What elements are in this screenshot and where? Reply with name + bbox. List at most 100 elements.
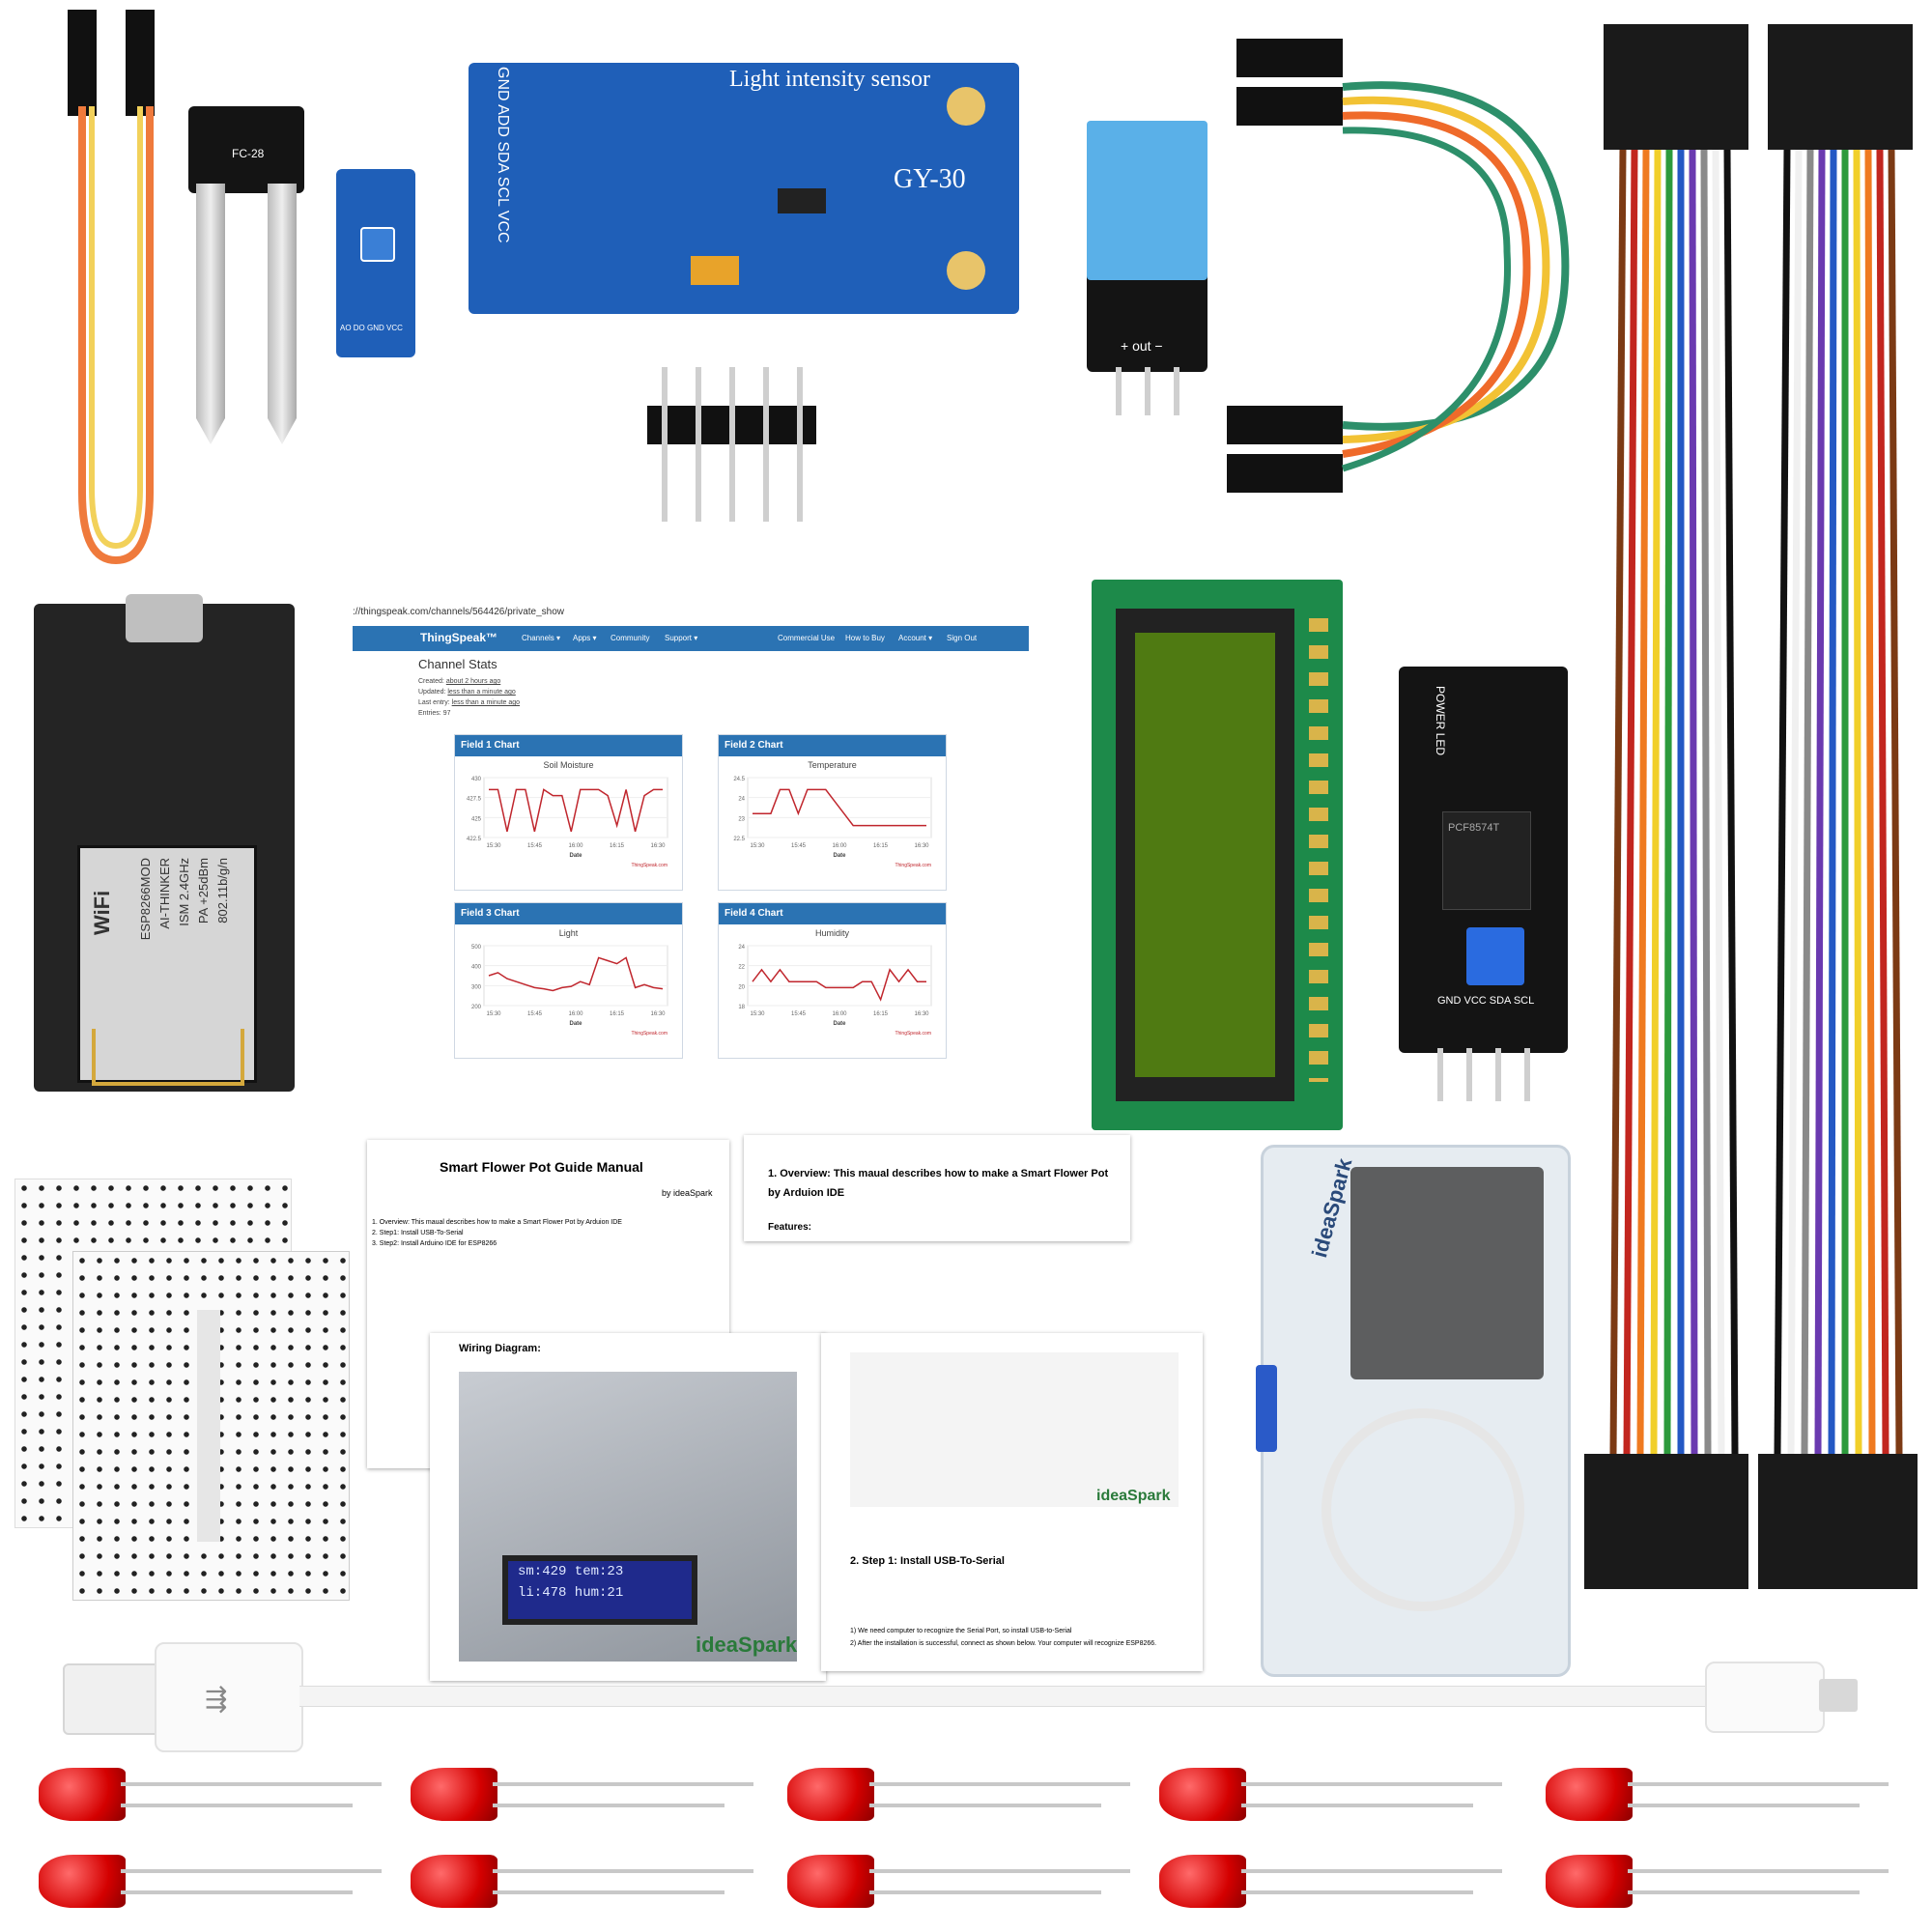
antenna-trace xyxy=(92,1029,244,1086)
jumper-wire-loop xyxy=(1227,39,1570,493)
chart-frame xyxy=(483,945,668,1007)
y-tick-label: 300 xyxy=(471,984,482,990)
chart-title: Humidity xyxy=(814,928,849,938)
red-led xyxy=(787,1763,1154,1831)
red-led xyxy=(411,1850,778,1918)
lcd-line-1: sm:429 tem:23 xyxy=(518,1564,624,1579)
diagram-brand: ideaSpark xyxy=(1096,1488,1171,1504)
manual-title: Smart Flower Pot Guide Manual xyxy=(440,1159,643,1175)
usb-icon: ⇶ xyxy=(205,1684,228,1714)
step1-heading: 2. Step 1: Install USB-To-Serial xyxy=(850,1555,1005,1567)
x-tick-label: 15:45 xyxy=(791,1011,807,1017)
chart-credit: ThingSpeak.com xyxy=(895,1031,931,1037)
red-led xyxy=(411,1763,778,1831)
adapter-pin-labels: GND VCC SDA SCL xyxy=(1437,995,1535,1007)
nav-account[interactable]: Account ▾ xyxy=(898,634,933,642)
x-tick-label: 16:00 xyxy=(832,843,847,849)
lcd-line-2: li:478 hum:21 xyxy=(518,1585,624,1601)
red-led xyxy=(1159,1850,1526,1918)
dht11-housing xyxy=(1087,121,1208,280)
nav-commercial[interactable]: Commercial Use xyxy=(778,634,836,642)
chart-credit: ThingSpeak.com xyxy=(895,863,931,868)
x-tick-label: 15:30 xyxy=(750,843,765,849)
manual-page-step1: ideaSpark 2. Step 1: Install USB-To-Seri… xyxy=(821,1333,1203,1671)
chip-label: PCF8574T xyxy=(1448,822,1500,834)
series-line xyxy=(489,788,663,832)
dht11-pin-labels: + out − xyxy=(1121,338,1163,354)
nav-support[interactable]: Support ▾ xyxy=(665,634,698,642)
red-led xyxy=(1546,1763,1913,1831)
stat-updated: Updated: less than a minute ago xyxy=(418,689,516,696)
nodemcu-esp8266-board: WiFi ESP8266MOD AI-THINKER ISM 2.4GHz PA… xyxy=(34,594,295,1092)
x-tick-label: 15:45 xyxy=(527,1011,543,1017)
adapter-labels: POWER LED xyxy=(1434,686,1447,756)
x-tick-label: 15:30 xyxy=(486,843,501,849)
step1-text: 1) We need computer to recognize the Ser… xyxy=(850,1628,1072,1634)
mount-hole xyxy=(947,87,985,126)
y-tick-label: 422.5 xyxy=(467,837,482,842)
nav-channels[interactable]: Channels ▾ xyxy=(522,634,561,642)
x-tick-label: 16:30 xyxy=(650,1011,666,1017)
breadboard-channel xyxy=(197,1310,220,1542)
manual-page-overview: 1. Overview: This maual describes how to… xyxy=(744,1135,1130,1241)
y-tick-label: 23 xyxy=(738,816,745,822)
toc-item: 2. Step1: Install USB-To-Serial xyxy=(372,1230,464,1236)
ribbon-left xyxy=(1584,24,1748,1589)
micro-usb-plug xyxy=(1705,1662,1825,1733)
module-pin-labels: AO DO GND VCC xyxy=(340,324,403,332)
box-cable-coil xyxy=(1321,1408,1524,1611)
i2c-lcd-adapter: POWER LED PCF8574T GND VCC SDA SCL xyxy=(1399,667,1568,1101)
x-axis-label: Date xyxy=(833,1021,846,1027)
red-led xyxy=(39,1850,406,1918)
micro-usb-tip xyxy=(1819,1679,1858,1712)
toc-item: 3. Step2: Install Arduino IDE for ESP826… xyxy=(372,1240,497,1247)
y-tick-label: 500 xyxy=(471,945,482,951)
thingspeak-logo: ThingSpeak™ xyxy=(420,631,498,644)
wiring-photo: sm:429 tem:23 li:478 hum:21 ideaSpark xyxy=(459,1372,797,1662)
stat-last-entry: Last entry: less than a minute ago xyxy=(418,699,521,706)
nav-apps[interactable]: Apps ▾ xyxy=(573,634,597,642)
step1-text-2: 2) After the installation is successful,… xyxy=(850,1640,1157,1647)
ribbon-right xyxy=(1758,24,1918,1589)
series-line xyxy=(488,956,664,992)
pcf8574-chip: PCF8574T xyxy=(1442,811,1531,910)
manual-overview: 1. Overview: This maual describes how to… xyxy=(768,1168,1109,1199)
led-row-2 xyxy=(39,1850,1913,1918)
x-axis-label: Date xyxy=(569,1021,582,1027)
x-axis-label: Date xyxy=(833,853,846,859)
usb-plug-housing: ⇶ xyxy=(155,1642,303,1752)
contrast-potentiometer xyxy=(1466,927,1524,985)
x-tick-label: 16:00 xyxy=(568,843,583,849)
storage-box: ideaSpark xyxy=(1256,1145,1571,1677)
moisture-sensor-module: AO DO GND VCC xyxy=(336,169,415,357)
header-pins xyxy=(647,367,816,522)
chart-card-title: Field 2 Chart xyxy=(719,735,946,756)
channel-stats: Created: about 2 hours ago Updated: less… xyxy=(418,676,520,719)
dht11-sensor: + out − xyxy=(1087,121,1208,415)
nav-community[interactable]: Community xyxy=(611,634,650,642)
manual-author: by ideaSpark xyxy=(662,1188,713,1198)
nav-signout[interactable]: Sign Out xyxy=(947,634,978,642)
x-tick-label: 16:30 xyxy=(914,843,929,849)
mount-hole xyxy=(947,251,985,290)
module-ism: ISM 2.4GHz xyxy=(177,858,191,926)
y-tick-label: 425 xyxy=(471,816,482,822)
chart-credit: ThingSpeak.com xyxy=(631,1031,668,1037)
x-tick-label: 15:45 xyxy=(527,843,543,849)
usb-a-plug xyxy=(63,1663,163,1735)
wiring-diagram xyxy=(850,1352,1179,1507)
light-intensity-sensor: Light intensity sensor GY-30 GND ADD SDA… xyxy=(469,63,1019,314)
sensor-pin-labels: GND ADD SDA SCL VCC xyxy=(495,67,511,243)
chart-title: Temperature xyxy=(808,760,857,770)
red-led xyxy=(787,1850,1154,1918)
module-std: 802.11b/g/n xyxy=(215,858,230,923)
x-tick-label: 15:45 xyxy=(791,843,807,849)
nav-howtobuy[interactable]: How to Buy xyxy=(845,634,885,642)
red-led xyxy=(1546,1850,1913,1918)
x-tick-label: 16:30 xyxy=(914,1011,929,1017)
